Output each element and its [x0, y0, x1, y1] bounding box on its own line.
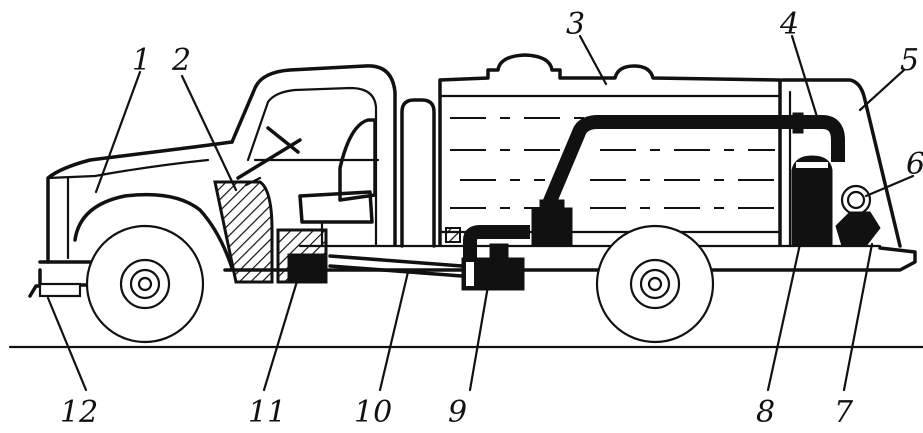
- tow-hook: [28, 282, 82, 298]
- leader-lines: [46, 34, 915, 392]
- rear-wheel: [595, 224, 715, 344]
- label-7: 7: [834, 395, 854, 430]
- drive-shaft: [328, 254, 464, 278]
- label-11: 11: [248, 395, 286, 430]
- driver-cab: [230, 64, 397, 248]
- label-10: 10: [354, 395, 392, 430]
- label-2: 2: [171, 43, 191, 78]
- label-5: 5: [900, 43, 919, 78]
- label-6: 6: [906, 147, 923, 182]
- cab-rear-post: [400, 98, 436, 248]
- tank: [438, 53, 782, 246]
- hose-reel: [840, 184, 872, 216]
- power-takeoff: [276, 228, 328, 284]
- front-wheel: [85, 224, 205, 344]
- pump: [461, 225, 530, 291]
- label-4: 4: [779, 7, 799, 42]
- filter: [791, 155, 833, 247]
- tank-outlet: [445, 199, 573, 247]
- label-8: 8: [756, 395, 775, 430]
- dispensing-unit: [835, 211, 881, 247]
- part-labels: 1 2 3 4 5 6 7 8 9 10 11 12: [60, 7, 923, 430]
- label-1: 1: [132, 43, 151, 78]
- engine-block: [213, 180, 274, 284]
- label-12: 12: [60, 395, 98, 430]
- label-9: 9: [448, 395, 467, 430]
- tank-pipeline: [541, 112, 845, 209]
- label-3: 3: [566, 7, 585, 42]
